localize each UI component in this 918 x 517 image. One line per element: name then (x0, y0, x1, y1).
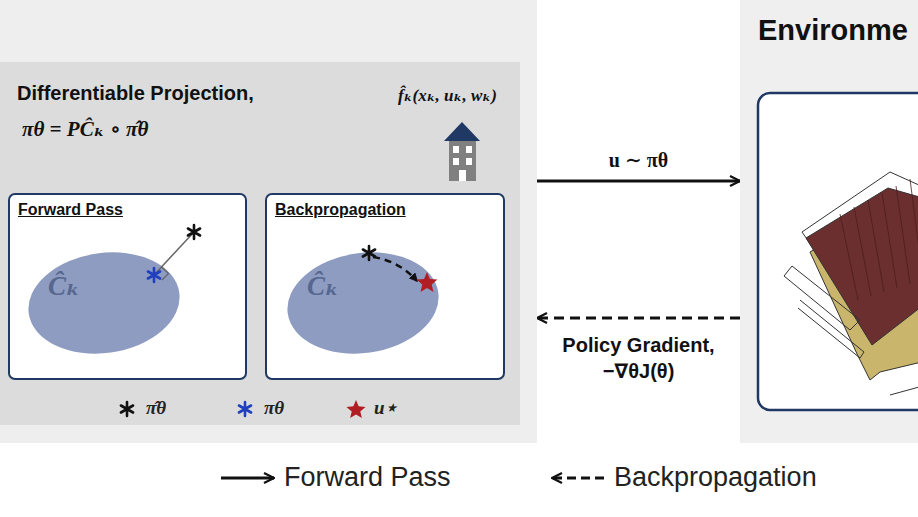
legend-marker (346, 400, 365, 418)
legend-text: πθ (264, 397, 284, 419)
forward-pass-box: Ĉₖ Forward Pass (8, 193, 247, 380)
ellipse-outline (285, 249, 441, 357)
legend-text: π̂θ (146, 397, 166, 419)
unprojected-action (188, 225, 200, 239)
house-icon (444, 122, 480, 181)
ellipse-outline (26, 249, 182, 357)
edge-label: u ∼ πθ (539, 147, 739, 173)
constraint-set: Ĉₖ (26, 249, 182, 357)
unprojected-action (363, 246, 375, 260)
set-shape (22, 243, 186, 363)
projected-action (148, 268, 160, 282)
legend-sample (236, 397, 258, 427)
optimal-action (417, 272, 438, 292)
action-arrow (537, 180, 740, 183)
legend-text: u⋆ (374, 397, 397, 419)
legend-sample (548, 462, 608, 492)
legend-sample (218, 462, 278, 492)
dynamics-model: f̂ₖ(xₖ, uₖ, wₖ) (398, 86, 497, 106)
panel-title: Environme (758, 14, 908, 47)
projection-panel: Ĉₖ Forward PassĈₖ Backpropagation Different… (0, 0, 537, 443)
gradient-arrow (537, 317, 740, 320)
box-title: Backpropagation (275, 201, 406, 219)
legend-text: Backpropagation (614, 462, 817, 493)
set-label: Ĉₖ (48, 271, 80, 302)
policy-formula: πθ = PĈₖ ∘ π̂θ (22, 117, 148, 141)
legend-sample (346, 397, 368, 427)
constraint-set: Ĉₖ (285, 249, 441, 357)
panel-band (0, 62, 520, 425)
environment-panel: Environme (740, 0, 918, 443)
building-illustration (740, 0, 918, 443)
edge-label: Policy Gradient, −∇θJ(θ) (544, 332, 734, 384)
legend-marker (239, 402, 251, 416)
set-shape (281, 243, 445, 363)
backprop-box: Ĉₖ Backpropagation (265, 193, 505, 380)
legend-sample (118, 397, 140, 427)
legend-text: Forward Pass (284, 462, 451, 493)
legend-marker (121, 402, 133, 416)
panel-title: Differentiable Projection, (17, 82, 254, 105)
set-label: Ĉₖ (307, 271, 339, 302)
box-title: Forward Pass (18, 201, 123, 219)
